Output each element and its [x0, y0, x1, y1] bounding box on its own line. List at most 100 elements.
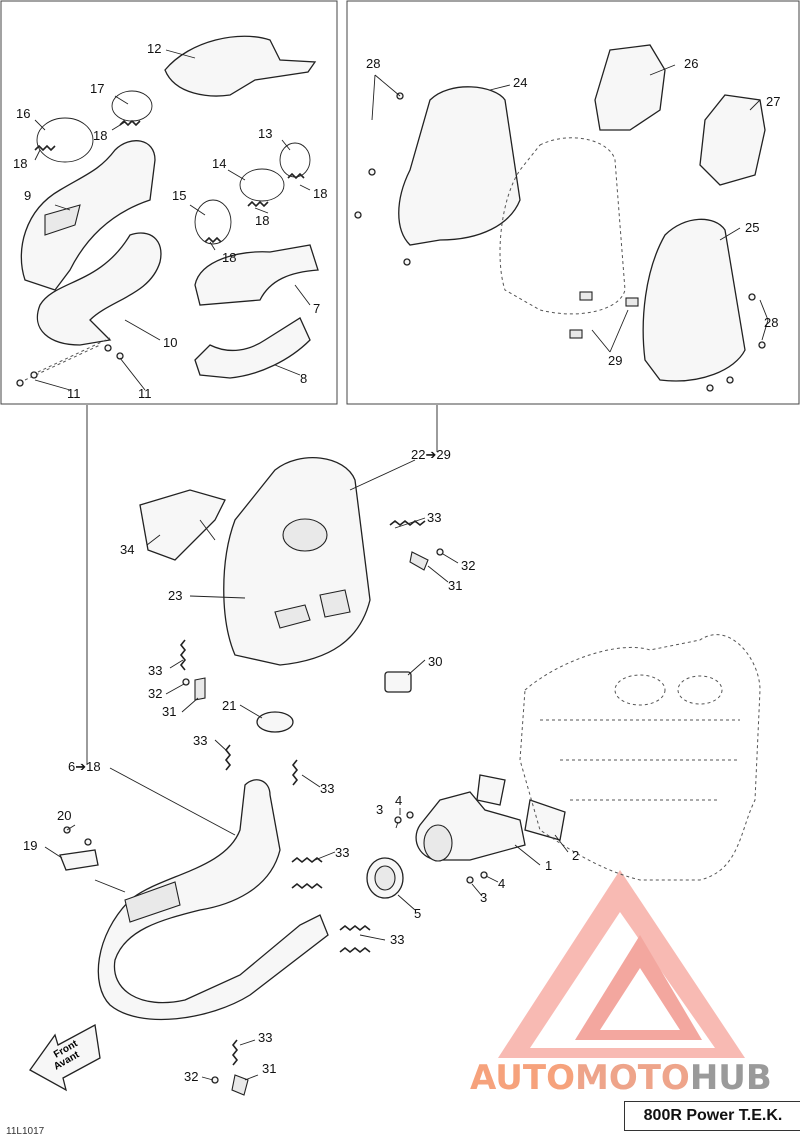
part-20-screw — [84, 838, 92, 846]
part-8-elbow-shield — [194, 317, 311, 379]
part-33-spring — [291, 882, 323, 890]
part-33-spring — [179, 639, 187, 671]
callout-33: 33 — [193, 733, 207, 748]
rotax-logo-plate — [44, 204, 81, 236]
part-33-spring — [389, 519, 426, 527]
part-33-spring — [339, 924, 371, 932]
callout-32: 32 — [461, 558, 475, 573]
callout-30: 30 — [428, 654, 442, 669]
part-27-gasket — [699, 94, 766, 186]
part-3-bolt — [466, 876, 474, 884]
callout-18: 18 — [255, 213, 269, 228]
part-24-muffler-cover — [398, 86, 521, 246]
diagram-title: 800R Power T.E.K. — [624, 1101, 800, 1131]
callout-2: 2 — [572, 848, 579, 863]
callout-32: 32 — [148, 686, 162, 701]
part-32-screw — [182, 678, 190, 686]
watermark-text: AUTOMOTOHUB — [470, 1058, 772, 1098]
part-28-screw — [368, 168, 376, 176]
part-32-screw — [436, 548, 444, 556]
rotax-logo-plate — [124, 881, 181, 923]
part-19-bracket — [59, 849, 99, 871]
callout-31: 31 — [448, 578, 462, 593]
callout-33: 33 — [258, 1030, 272, 1045]
part-18-spring — [287, 172, 305, 180]
callout-23: 23 — [168, 588, 182, 603]
callout-10: 10 — [163, 335, 177, 350]
part-31-hook — [231, 1074, 249, 1096]
leader-lines — [34, 49, 769, 1081]
part-33-spring — [224, 744, 232, 771]
part-28-screw — [706, 384, 714, 392]
callout-33: 33 — [320, 781, 334, 796]
watermark-auto: AUTO — [470, 1058, 575, 1098]
part-33-spring — [291, 759, 299, 786]
engine-outline — [519, 634, 761, 881]
part-31-hook — [194, 677, 206, 701]
part-2-gasket — [524, 799, 566, 841]
part-28-screw — [758, 341, 766, 349]
callout-18: 18 — [313, 186, 327, 201]
part-33-spring — [339, 946, 371, 954]
muffler-core-outline — [499, 137, 626, 315]
callout-31: 31 — [162, 704, 176, 719]
part-28-screw — [354, 211, 362, 219]
part-17-ring-clamp — [111, 90, 153, 122]
part-16-ring-clamp — [36, 117, 94, 163]
part-29-grommet — [625, 297, 639, 307]
part-11-rivet — [104, 344, 112, 352]
part-7-elbow-shield — [194, 244, 319, 306]
callout-29: 29 — [608, 353, 622, 368]
part-18-spring — [247, 200, 269, 208]
direction-arrow — [29, 1023, 101, 1092]
callout-26: 26 — [684, 56, 698, 71]
callout-17: 17 — [90, 81, 104, 96]
part-11-rivet — [16, 379, 24, 387]
muffler-bracket — [319, 589, 351, 618]
callout-34: 34 — [120, 542, 134, 557]
callout-9: 9 — [24, 188, 31, 203]
callout-11: 11 — [67, 386, 81, 401]
part-26-gasket — [594, 44, 666, 131]
callout-28: 28 — [366, 56, 380, 71]
callout-28: 28 — [764, 315, 778, 330]
callout-16: 16 — [16, 106, 30, 121]
callout-21: 21 — [222, 698, 236, 713]
callout-14: 14 — [212, 156, 226, 171]
muffler-inlet — [282, 518, 328, 552]
callout-7: 7 — [313, 301, 320, 316]
part-4-washer — [406, 811, 414, 819]
part-21-seal — [256, 711, 294, 733]
part-34-foam-pad — [139, 489, 226, 561]
group-box-muffler-parts — [346, 0, 800, 405]
callout-19: 19 — [23, 838, 37, 853]
part-18-spring — [204, 236, 222, 244]
part-25-muffler-cover — [642, 218, 746, 382]
part-31-hook — [409, 551, 429, 571]
callout-labels: 12 17 18 16 18 9 13 18 14 18 15 18 7 10 … — [13, 41, 780, 1084]
callout-33: 33 — [335, 845, 349, 860]
muffler-assembly — [223, 457, 371, 666]
part-33-spring — [291, 856, 323, 864]
part-18-spring — [119, 119, 141, 127]
callout-6-18: 6➔18 — [68, 759, 101, 774]
part-4-washer — [480, 871, 488, 879]
callout-25: 25 — [745, 220, 759, 235]
callout-33: 33 — [148, 663, 162, 678]
callout-5: 5 — [414, 906, 421, 921]
part-14-ring-clamp — [239, 168, 285, 202]
callout-22-29: 22➔29 — [411, 447, 451, 462]
callout-4: 4 — [395, 793, 402, 808]
callout-24: 24 — [513, 75, 527, 90]
callout-33: 33 — [427, 510, 441, 525]
callout-4: 4 — [498, 876, 505, 891]
group-box-tuned-pipe-parts — [0, 0, 338, 405]
part-28-screw — [403, 258, 411, 266]
watermark-moto: MOTO — [574, 1058, 690, 1098]
part-29-grommet — [569, 329, 583, 339]
part-13-ring-clamp — [279, 142, 311, 178]
part-5-ring-inner — [374, 865, 396, 891]
callout-13: 13 — [258, 126, 272, 141]
callout-27: 27 — [766, 94, 780, 109]
